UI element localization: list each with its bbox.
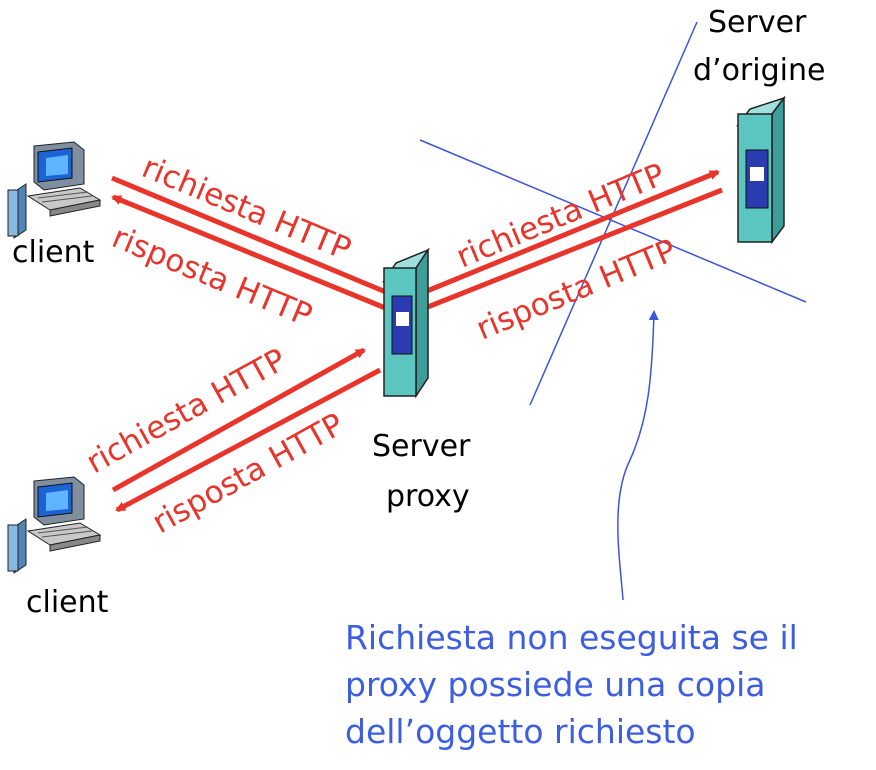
proxy-label-1: Server [372,429,471,464]
annotation-line: proxy possiede una copia [345,665,766,704]
client-computer-icon [7,141,102,239]
proxy-label-2: proxy [386,479,470,514]
origin-server-label-2: d’origine [693,53,825,88]
annotation-note: Richiesta non eseguita se il proxy possi… [345,614,865,755]
proxy-server-icon [382,247,430,399]
annotation-pointer [617,310,659,601]
blocked-line-diagonal [419,139,807,303]
annotation-line: dell’oggetto richiesto [345,712,696,751]
origin-server-icon [735,95,787,245]
arrow-client-bottom-response [115,367,382,513]
origin-server-label-1: Server [708,5,807,40]
annotation-line: Richiesta non eseguita se il [345,618,798,657]
client-computer-icon [7,476,102,574]
client-top-label: client [12,235,95,270]
arrow-client-bottom-request [111,347,366,493]
client-bottom-label: client [26,585,109,620]
